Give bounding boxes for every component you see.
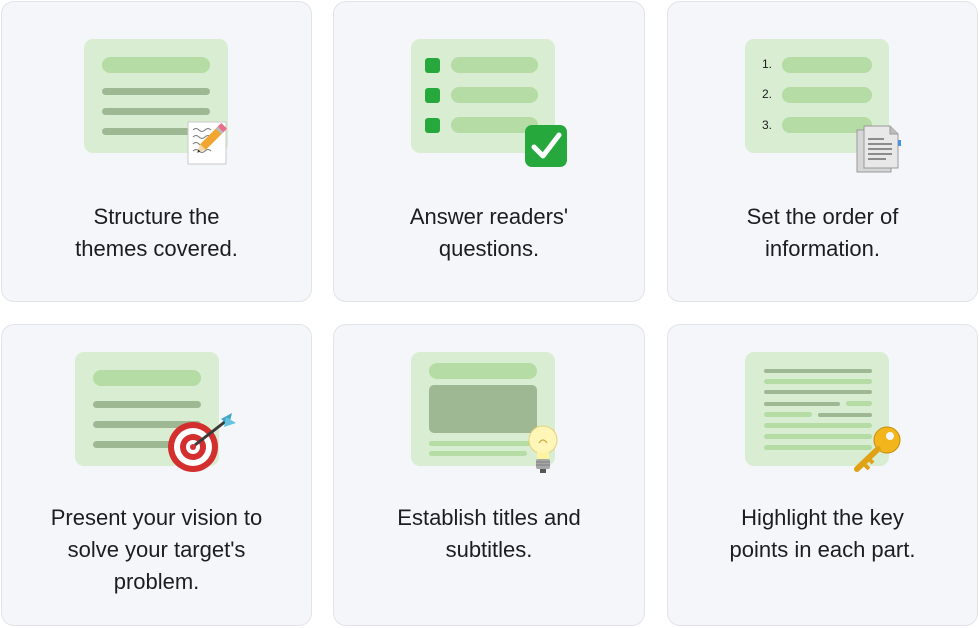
- card-caption: Present your vision to solve your target…: [50, 505, 263, 594]
- checkbox-icon: [425, 88, 440, 103]
- text-thumbnail: [745, 352, 889, 466]
- light-bulb-icon: [528, 425, 558, 473]
- card-caption: Structure the themes covered.: [75, 204, 238, 261]
- document-pages-icon: [856, 125, 901, 173]
- list-number: 1.: [762, 57, 773, 71]
- checkbox-icon: [425, 58, 440, 73]
- target-dart-icon: [168, 413, 236, 472]
- card-establish-titles: Establish titles and subtitles.: [333, 324, 645, 626]
- checkbox-icon: [425, 118, 440, 133]
- card-caption: Answer readers' questions.: [409, 204, 569, 261]
- document-thumbnail: [84, 39, 228, 153]
- subtitle-block: [429, 385, 537, 433]
- card-answer-questions: Answer readers' questions.: [333, 1, 645, 302]
- list-number: 2.: [762, 87, 773, 101]
- card-structure-themes: Structure the themes covered.: [1, 1, 312, 302]
- card-caption: Highlight the key points in each part.: [729, 505, 916, 562]
- check-mark-button-icon: [525, 125, 567, 167]
- memo-pencil-icon: [187, 121, 227, 165]
- list-number: 3.: [762, 118, 773, 132]
- checklist-thumbnail: [411, 39, 555, 153]
- document-thumbnail: [75, 352, 219, 466]
- card-caption: Set the order of information.: [746, 204, 899, 261]
- card-present-vision: Present your vision to solve your target…: [1, 324, 312, 626]
- card-order-information: 1. 2. 3. Set the order of information.: [667, 1, 978, 302]
- card-caption: Establish titles and subtitles.: [397, 505, 581, 562]
- key-icon: [854, 426, 901, 472]
- card-highlight-points: Highlight the key points in each part.: [667, 324, 978, 626]
